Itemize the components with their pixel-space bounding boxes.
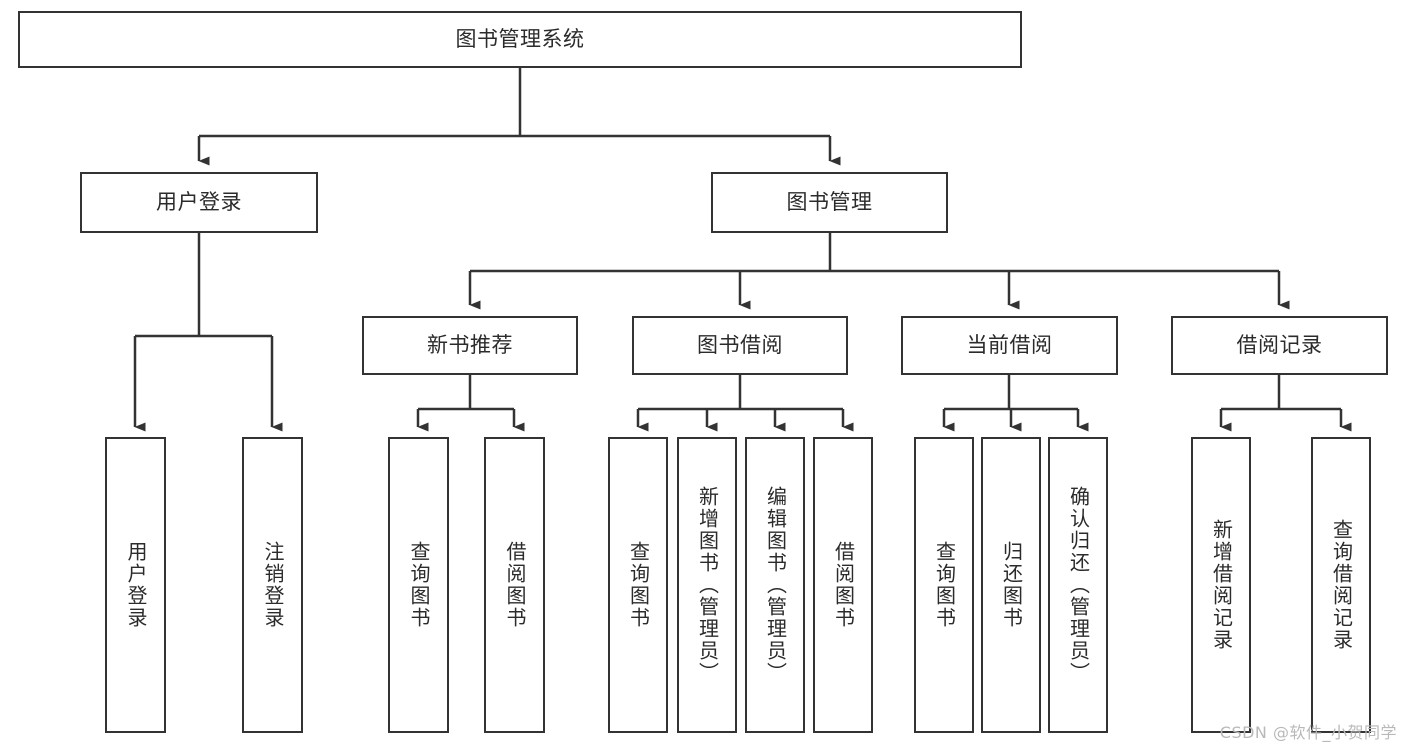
leaf-book-borrow-add-book[interactable]: 新增图书（管理员）: [677, 437, 737, 733]
node-label: 查询图书: [626, 541, 651, 629]
leaf-borrow-record-add-record[interactable]: 新增借阅记录: [1191, 437, 1251, 733]
node-current-borrow[interactable]: 当前借阅: [901, 316, 1118, 375]
leaf-book-borrow-edit-book[interactable]: 编辑图书（管理员）: [745, 437, 805, 733]
node-label: 图书借阅: [697, 332, 783, 357]
leaf-new-book-borrow-book[interactable]: 借阅图书: [484, 437, 545, 733]
node-label: 用户登录: [124, 541, 148, 629]
node-label: 查询图书: [932, 541, 957, 629]
node-borrow-record[interactable]: 借阅记录: [1171, 316, 1388, 375]
csdn-watermark: CSDN @软件_小贺同学: [1219, 723, 1397, 742]
node-label: 编辑图书（管理员）: [763, 486, 788, 684]
node-root-system[interactable]: 图书管理系统: [18, 11, 1022, 68]
node-label: 借阅记录: [1236, 332, 1323, 357]
node-label: 图书管理系统: [455, 26, 585, 51]
node-label: 借阅图书: [503, 541, 527, 629]
node-label: 用户登录: [156, 189, 242, 214]
node-new-book-recommend[interactable]: 新书推荐: [362, 316, 578, 375]
node-label: 借阅图书: [831, 541, 856, 629]
leaf-borrow-record-query-record[interactable]: 查询借阅记录: [1311, 437, 1371, 733]
leaf-book-borrow-borrow-book[interactable]: 借阅图书: [813, 437, 873, 733]
leaf-current-borrow-confirm-return[interactable]: 确认归还（管理员）: [1048, 437, 1108, 733]
leaf-current-borrow-return-book[interactable]: 归还图书: [981, 437, 1041, 733]
node-label: 确认归还（管理员）: [1066, 486, 1091, 684]
node-label: 新书推荐: [427, 332, 513, 357]
leaf-user-login-logout[interactable]: 注销登录: [242, 437, 303, 733]
node-label: 查询借阅记录: [1329, 519, 1354, 651]
leaf-user-login-login[interactable]: 用户登录: [105, 437, 166, 733]
leaf-new-book-query-book[interactable]: 查询图书: [388, 437, 449, 733]
node-book-manage[interactable]: 图书管理: [711, 172, 948, 233]
node-label: 新增借阅记录: [1209, 519, 1234, 651]
node-book-borrow[interactable]: 图书借阅: [632, 316, 848, 375]
node-label: 新增图书（管理员）: [695, 486, 720, 684]
leaf-book-borrow-query-book[interactable]: 查询图书: [608, 437, 668, 733]
node-label: 查询图书: [407, 541, 431, 629]
node-label: 图书管理: [786, 189, 873, 214]
node-label: 当前借阅: [966, 332, 1053, 357]
node-label: 归还图书: [999, 541, 1024, 629]
leaf-current-borrow-query-book[interactable]: 查询图书: [914, 437, 974, 733]
node-label: 注销登录: [261, 541, 285, 629]
node-user-login[interactable]: 用户登录: [80, 172, 318, 233]
